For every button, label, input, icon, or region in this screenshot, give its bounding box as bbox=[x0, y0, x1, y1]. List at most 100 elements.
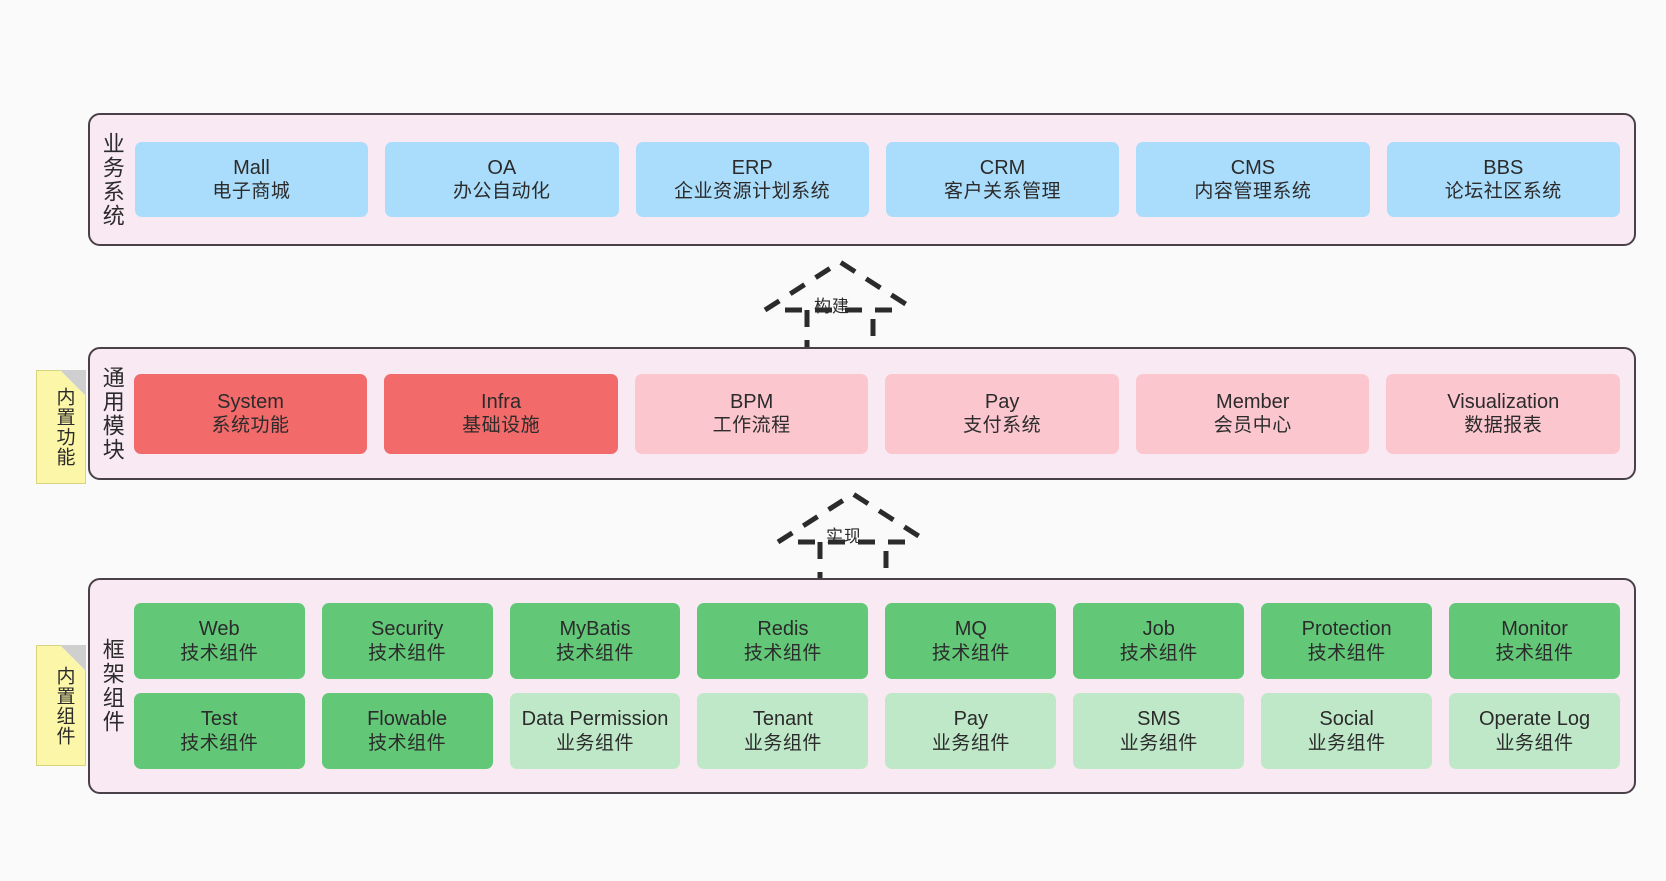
component-sms-en: SMS bbox=[1137, 708, 1181, 731]
component-test[interactable]: Test 技术组件 bbox=[133, 693, 305, 769]
layer-framework-components: 框架组件 Web 技术组件 Security 技术组件 MyBatis 技术组件… bbox=[88, 578, 1636, 794]
component-mybatis-cn: 技术组件 bbox=[556, 642, 635, 664]
module-crm-en: CRM bbox=[979, 156, 1026, 179]
component-redis-en: Redis bbox=[757, 618, 809, 641]
module-crm[interactable]: CRM 客户关系管理 bbox=[885, 142, 1120, 217]
module-system-cn: 系统功能 bbox=[211, 415, 290, 437]
row-common-1: System 系统功能 Infra 基础设施 BPM 工作流程 Pay 支付系统… bbox=[133, 373, 1621, 454]
component-tenant[interactable]: Tenant 业务组件 bbox=[697, 693, 869, 769]
component-protection-cn: 技术组件 bbox=[1307, 642, 1386, 664]
component-mq-cn: 技术组件 bbox=[931, 642, 1010, 664]
component-operate-log-en: Operate Log bbox=[1478, 708, 1591, 731]
component-web-cn: 技术组件 bbox=[180, 642, 259, 664]
component-job-cn: 技术组件 bbox=[1119, 642, 1198, 664]
module-erp-en: ERP bbox=[731, 156, 773, 179]
module-bbs-cn: 论坛社区系统 bbox=[1444, 181, 1562, 203]
component-flowable-cn: 技术组件 bbox=[368, 732, 447, 754]
row-business-1: Mall 电子商城 OA 办公自动化 ERP 企业资源计划系统 CRM 客户关系… bbox=[134, 142, 1620, 217]
component-flowable[interactable]: Flowable 技术组件 bbox=[321, 693, 493, 769]
component-redis[interactable]: Redis 技术组件 bbox=[697, 603, 869, 679]
component-operate-log[interactable]: Operate Log 业务组件 bbox=[1449, 693, 1620, 769]
module-crm-cn: 客户关系管理 bbox=[944, 181, 1062, 203]
module-member-cn: 会员中心 bbox=[1213, 415, 1292, 437]
component-pay-en: Pay bbox=[953, 708, 989, 731]
component-social-en: Social bbox=[1319, 708, 1374, 731]
layer-body-common: System 系统功能 Infra 基础设施 BPM 工作流程 Pay 支付系统… bbox=[132, 349, 1634, 478]
module-member[interactable]: Member 会员中心 bbox=[1135, 373, 1370, 454]
component-mq[interactable]: MQ 技术组件 bbox=[885, 603, 1057, 679]
layer-body-framework: Web 技术组件 Security 技术组件 MyBatis 技术组件 Redi… bbox=[132, 580, 1634, 792]
component-operate-log-cn: 业务组件 bbox=[1495, 732, 1574, 754]
component-monitor[interactable]: Monitor 技术组件 bbox=[1449, 603, 1620, 679]
module-mall[interactable]: Mall 电子商城 bbox=[134, 142, 369, 217]
component-protection[interactable]: Protection 技术组件 bbox=[1261, 603, 1433, 679]
component-data-permission[interactable]: Data Permission 业务组件 bbox=[509, 693, 681, 769]
component-data-permission-cn: 业务组件 bbox=[556, 732, 635, 754]
module-cms-cn: 内容管理系统 bbox=[1194, 181, 1312, 203]
component-job[interactable]: Job 技术组件 bbox=[1073, 603, 1245, 679]
module-oa-cn: 办公自动化 bbox=[453, 181, 551, 203]
module-bpm-en: BPM bbox=[729, 390, 774, 413]
component-protection-en: Protection bbox=[1301, 618, 1392, 641]
module-cms-en: CMS bbox=[1230, 156, 1276, 179]
component-pay[interactable]: Pay 业务组件 bbox=[885, 693, 1057, 769]
module-oa-en: OA bbox=[487, 156, 517, 179]
module-bbs[interactable]: BBS 论坛社区系统 bbox=[1386, 142, 1620, 217]
layer-common-modules: 通用模块 System 系统功能 Infra 基础设施 BPM 工作流程 Pay… bbox=[88, 347, 1636, 480]
component-tenant-en: Tenant bbox=[752, 708, 813, 731]
component-data-permission-en: Data Permission bbox=[521, 708, 669, 731]
component-social-cn: 业务组件 bbox=[1307, 732, 1386, 754]
component-security[interactable]: Security 技术组件 bbox=[321, 603, 493, 679]
module-pay-en: Pay bbox=[984, 390, 1020, 413]
component-test-en: Test bbox=[200, 708, 238, 731]
component-sms[interactable]: SMS 业务组件 bbox=[1073, 693, 1245, 769]
module-visualization-cn: 数据报表 bbox=[1464, 415, 1543, 437]
module-system[interactable]: System 系统功能 bbox=[133, 373, 368, 454]
module-erp[interactable]: ERP 企业资源计划系统 bbox=[635, 142, 869, 217]
component-sms-cn: 业务组件 bbox=[1119, 732, 1198, 754]
module-bbs-en: BBS bbox=[1483, 156, 1524, 179]
component-pay-cn: 业务组件 bbox=[931, 732, 1010, 754]
row-framework-tech: Web 技术组件 Security 技术组件 MyBatis 技术组件 Redi… bbox=[133, 603, 1620, 679]
module-infra[interactable]: Infra 基础设施 bbox=[384, 373, 618, 454]
component-social[interactable]: Social 业务组件 bbox=[1261, 693, 1433, 769]
component-mq-en: MQ bbox=[954, 618, 987, 641]
module-infra-en: Infra bbox=[481, 390, 522, 413]
component-mybatis[interactable]: MyBatis 技术组件 bbox=[509, 603, 681, 679]
module-visualization[interactable]: Visualization 数据报表 bbox=[1386, 373, 1621, 454]
module-system-en: System bbox=[217, 390, 284, 413]
module-mall-cn: 电子商城 bbox=[212, 181, 291, 203]
component-job-en: Job bbox=[1142, 618, 1175, 641]
module-cms[interactable]: CMS 内容管理系统 bbox=[1136, 142, 1370, 217]
note-builtin-features: 内置功能 bbox=[36, 370, 86, 484]
module-pay[interactable]: Pay 支付系统 bbox=[885, 373, 1119, 454]
module-mall-en: Mall bbox=[233, 156, 270, 179]
row-framework-business: Test 技术组件 Flowable 技术组件 Data Permission … bbox=[133, 693, 1620, 769]
component-redis-cn: 技术组件 bbox=[743, 642, 822, 664]
module-erp-cn: 企业资源计划系统 bbox=[674, 181, 831, 203]
layer-title-framework: 框架组件 bbox=[99, 638, 125, 734]
component-security-cn: 技术组件 bbox=[368, 642, 447, 664]
layer-business-systems: 业务系统 Mall 电子商城 OA 办公自动化 ERP 企业资源计划系统 CRM… bbox=[88, 113, 1636, 246]
component-tenant-cn: 业务组件 bbox=[743, 732, 822, 754]
component-test-cn: 技术组件 bbox=[180, 732, 259, 754]
component-web[interactable]: Web 技术组件 bbox=[133, 603, 305, 679]
component-security-en: Security bbox=[370, 618, 444, 641]
component-monitor-en: Monitor bbox=[1501, 618, 1568, 641]
component-mybatis-en: MyBatis bbox=[559, 618, 631, 641]
module-oa[interactable]: OA 办公自动化 bbox=[385, 142, 619, 217]
module-bpm-cn: 工作流程 bbox=[712, 415, 791, 437]
layer-body-business: Mall 电子商城 OA 办公自动化 ERP 企业资源计划系统 CRM 客户关系… bbox=[132, 115, 1634, 244]
component-flowable-en: Flowable bbox=[367, 708, 448, 731]
component-monitor-cn: 技术组件 bbox=[1495, 642, 1574, 664]
connector-implement-label: 实现 bbox=[826, 527, 862, 546]
module-visualization-en: Visualization bbox=[1447, 390, 1560, 413]
component-web-en: Web bbox=[198, 618, 240, 641]
module-member-en: Member bbox=[1216, 390, 1290, 413]
layer-title-business: 业务系统 bbox=[99, 131, 125, 228]
note-builtin-components: 内置组件 bbox=[36, 645, 86, 766]
module-bpm[interactable]: BPM 工作流程 bbox=[634, 373, 869, 454]
module-infra-cn: 基础设施 bbox=[462, 415, 541, 437]
connector-build-label: 构建 bbox=[814, 297, 850, 316]
